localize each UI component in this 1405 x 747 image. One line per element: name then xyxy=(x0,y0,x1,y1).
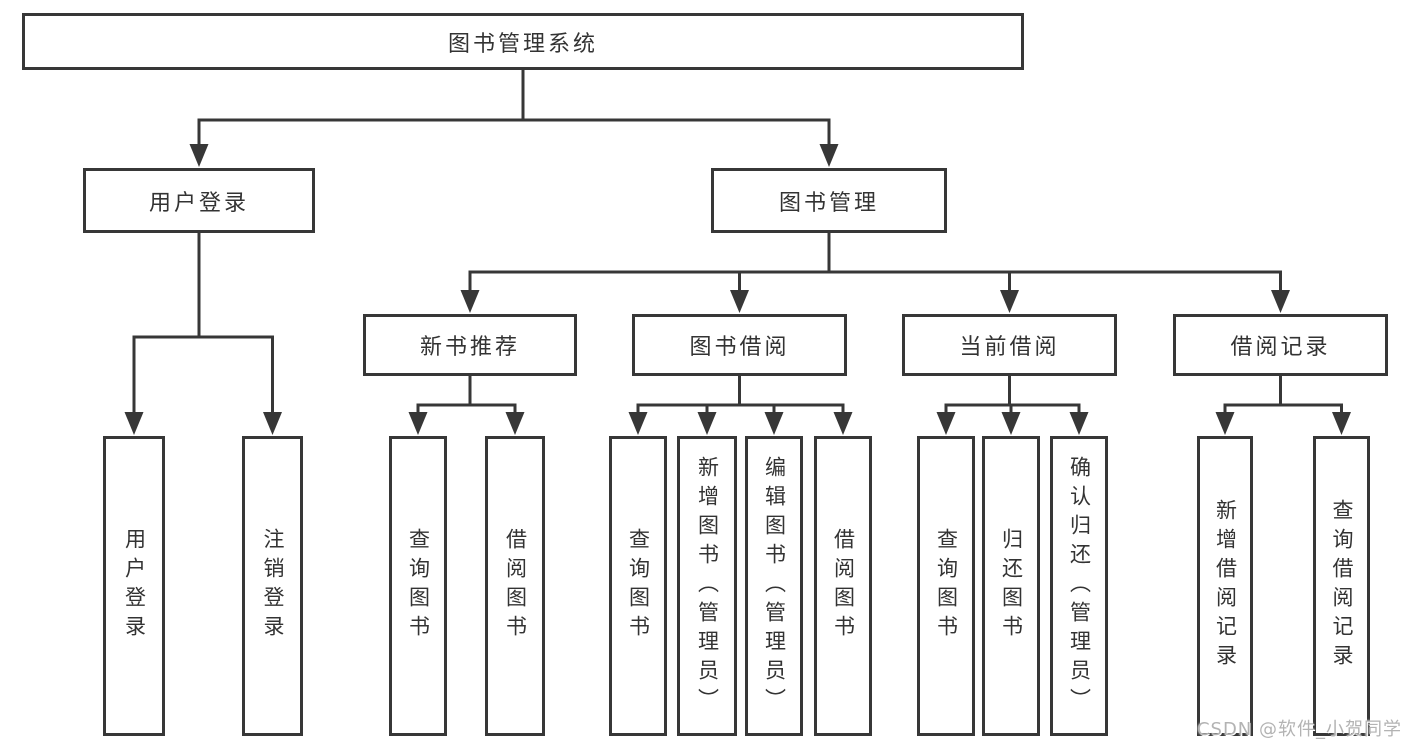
connector-line xyxy=(416,403,517,413)
leaf-query-books-borrow: 查询图书 xyxy=(609,436,667,736)
leaf-query-books-recommend: 查询图书 xyxy=(389,436,447,736)
connector-line xyxy=(944,403,1081,413)
node-root-system: 图书管理系统 xyxy=(22,13,1024,70)
leaf-add-borrow-record: 新增借阅记录 xyxy=(1197,436,1253,736)
arrow-down-icon xyxy=(628,412,648,435)
arrow-down-icon xyxy=(1000,290,1019,313)
leaf-add-books-admin: 新增图书（管理员） xyxy=(677,436,737,736)
arrow-down-icon xyxy=(936,412,956,435)
leaf-query-books-current: 查询图书 xyxy=(917,436,975,736)
arrow-down-icon xyxy=(1215,412,1235,435)
connector-line xyxy=(636,403,845,413)
arrow-down-icon xyxy=(819,144,839,167)
arrow-down-icon xyxy=(1271,290,1290,313)
node-new-book-recommend: 新书推荐 xyxy=(363,314,577,376)
arrow-down-icon xyxy=(1332,412,1351,435)
arrow-down-icon xyxy=(263,412,282,435)
arrow-down-icon xyxy=(764,412,784,435)
arrow-down-icon xyxy=(189,144,209,167)
arrow-down-icon xyxy=(833,412,853,435)
arrow-down-icon xyxy=(124,412,144,435)
connector-line xyxy=(468,270,1282,291)
node-book-management: 图书管理 xyxy=(711,168,947,233)
node-borrow-records: 借阅记录 xyxy=(1173,314,1388,376)
arrow-down-icon xyxy=(460,290,480,313)
leaf-return-books: 归还图书 xyxy=(982,436,1040,736)
node-current-borrow: 当前借阅 xyxy=(902,314,1117,376)
connector-line xyxy=(1223,403,1343,413)
arrow-down-icon xyxy=(730,290,749,313)
leaf-confirm-return-admin: 确认归还（管理员） xyxy=(1050,436,1108,736)
leaf-user-login: 用户登录 xyxy=(103,436,165,736)
leaf-logout: 注销登录 xyxy=(242,436,303,736)
connector-line xyxy=(132,335,274,413)
arrow-down-icon xyxy=(505,412,525,435)
node-user-login: 用户登录 xyxy=(83,168,315,233)
node-book-borrow: 图书借阅 xyxy=(632,314,847,376)
leaf-edit-books-admin: 编辑图书（管理员） xyxy=(745,436,803,736)
leaf-borrow-books-recommend: 借阅图书 xyxy=(485,436,545,736)
arrow-down-icon xyxy=(697,412,717,435)
arrow-down-icon xyxy=(1001,412,1021,435)
connector-line xyxy=(197,118,831,146)
arrow-down-icon xyxy=(1069,412,1089,435)
leaf-query-borrow-record: 查询借阅记录 xyxy=(1313,436,1370,736)
arrow-down-icon xyxy=(408,412,428,435)
csdn-watermark: CSDN @软件_小贺同学 xyxy=(1196,719,1402,740)
leaf-borrow-books: 借阅图书 xyxy=(814,436,872,736)
